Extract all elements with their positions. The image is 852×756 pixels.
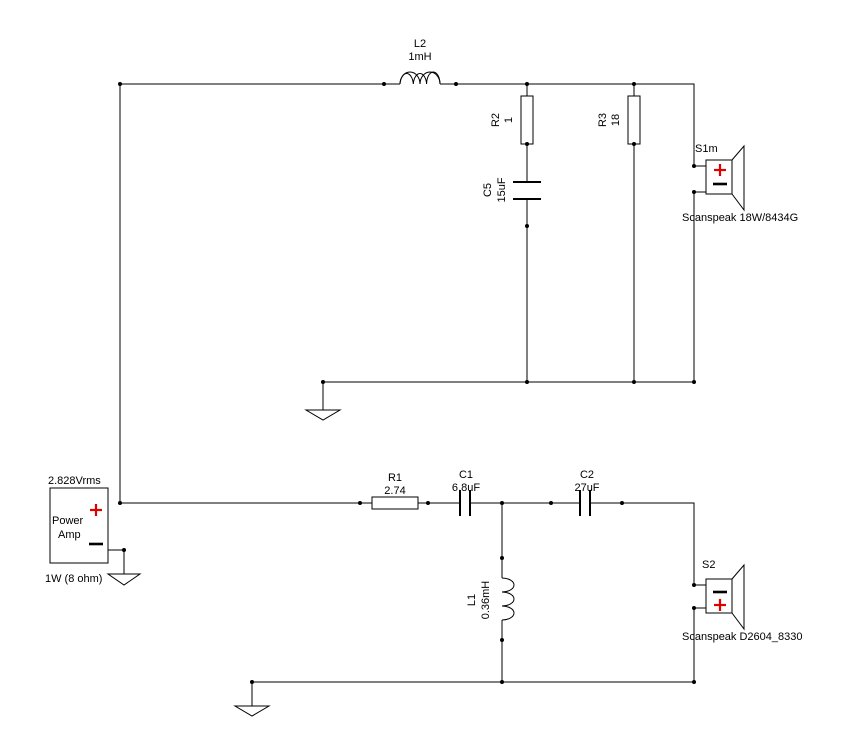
r1-ref: R1 [388, 472, 402, 484]
s2-model: Scanspeak D2604_8330 [682, 631, 802, 643]
capacitor-c1: C1 6.8uF [452, 469, 480, 516]
r3-ref: R3 [597, 113, 609, 127]
c1-value: 6.8uF [452, 482, 480, 494]
r2-ref: R2 [490, 113, 502, 127]
resistor-r1: R1 2.74 [371, 472, 419, 510]
l2-value: 1mH [408, 51, 431, 63]
r1-value: 2.74 [384, 485, 405, 497]
inductor-l1: L1 0.36mH [466, 577, 515, 621]
power-amp: Power Amp 2.828Vrms 1W (8 ohm) [45, 475, 109, 585]
ground-symbol-amp [106, 573, 142, 586]
amp-name-2: Amp [58, 529, 81, 541]
resistor-r2: R2 1 [490, 95, 534, 145]
l2-ref: L2 [414, 38, 426, 50]
r2-value: 1 [503, 117, 515, 123]
s1m-model: Scanspeak 18W/8434G [682, 212, 798, 224]
amp-name-1: Power [52, 515, 84, 527]
speaker-s2: S2 Scanspeak D2604_8330 [682, 559, 802, 643]
speaker-s1m: S1m Scanspeak 18W/8434G [682, 143, 798, 224]
s1m-ref: S1m [695, 143, 718, 155]
c5-ref: C5 [482, 183, 494, 197]
amp-power: 1W (8 ohm) [45, 573, 102, 585]
l1-value: 0.36mH [480, 581, 492, 620]
s2-ref: S2 [702, 559, 715, 571]
ground-symbol-lower [233, 705, 271, 717]
resistor-r3: R3 18 [597, 95, 641, 145]
ground-symbol-upper [304, 409, 342, 421]
c5-value: 15uF [496, 177, 508, 202]
capacitor-c2: C2 27uF [574, 469, 600, 516]
l1-ref: L1 [466, 594, 478, 606]
wires [108, 83, 695, 706]
c1-ref: C1 [459, 469, 473, 481]
amp-voltage: 2.828Vrms [48, 475, 101, 487]
r3-value: 18 [610, 114, 622, 126]
c2-ref: C2 [580, 469, 594, 481]
c2-value: 27uF [574, 482, 599, 494]
junction-dots [118, 82, 696, 684]
inductor-l2: L2 1mH [399, 38, 441, 85]
capacitor-c5: C5 15uF [482, 177, 541, 203]
